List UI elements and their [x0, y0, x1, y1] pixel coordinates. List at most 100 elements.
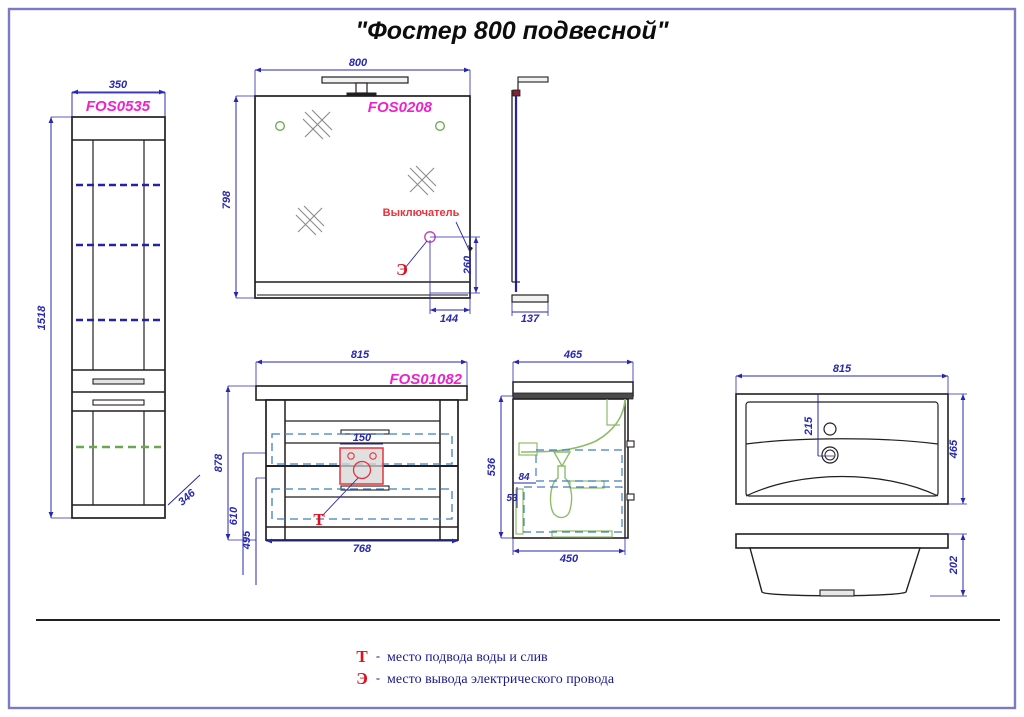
dim-144: 144	[440, 313, 458, 325]
light-stem	[355, 82, 368, 94]
dim-cabinet-height: 1518	[36, 116, 72, 519]
code-fos01082: FOS01082	[389, 371, 462, 388]
switch-leader-arrow	[468, 245, 473, 252]
plumbing-hole-left-icon	[347, 452, 355, 460]
dim-798: 798	[221, 190, 233, 209]
dim-mirror-side-depth: 137	[511, 302, 549, 325]
code-fos0535: FOS0535	[86, 98, 151, 115]
view-mirror: 800 FOS0208 798	[221, 57, 480, 325]
dim-plumbing-width: 150	[340, 432, 383, 445]
dim-610: 610	[228, 506, 240, 525]
dim-84: 84	[518, 472, 530, 483]
dim-vanity-top-width: 815	[255, 349, 468, 386]
switch-leader-left	[404, 240, 428, 269]
view-vanity: 815 FOS01082 878 610 495	[213, 349, 468, 585]
section-counter-edge	[512, 392, 634, 400]
dim-basin-height: 202	[930, 533, 967, 597]
section-carcass	[512, 398, 629, 539]
cabinet-body	[71, 116, 166, 519]
section-drain-cone	[552, 451, 572, 468]
dim-202: 202	[948, 556, 960, 575]
dim-cabinet-depth: 346	[167, 474, 201, 509]
basin-tap-hole-icon	[823, 422, 837, 436]
code-fos0208: FOS0208	[368, 99, 433, 116]
legend-text-water: место подвода воды и слив	[387, 650, 548, 665]
basin-front-bowl	[749, 547, 921, 597]
dim-vanity-height: 878	[213, 385, 256, 541]
marker-e-mirror: Э	[396, 260, 408, 279]
mirror-sparkle-1-icon	[302, 109, 333, 140]
dim-536: 536	[486, 457, 498, 476]
vanity-drawer2-handle	[340, 485, 390, 491]
mirror-sparkle-3-icon	[295, 205, 325, 236]
dim-465-basin: 465	[948, 439, 960, 459]
vanity-countertop	[255, 385, 468, 401]
dim-mirror-switch-height: 260	[430, 236, 480, 294]
dim-basin-tap-offset: 215	[803, 394, 834, 457]
dim-495: 495	[241, 530, 253, 550]
dim-346: 346	[176, 487, 198, 509]
section-siphon	[549, 465, 573, 519]
dim-465-section: 465	[563, 349, 583, 361]
dim-260: 260	[462, 255, 474, 275]
dim-1518: 1518	[36, 305, 48, 330]
view-vanity-section: 465 536	[486, 349, 635, 565]
dim-350: 350	[109, 79, 128, 91]
dim-basin-width: 815	[735, 363, 949, 394]
dim-mirror-height: 798	[221, 95, 255, 299]
plumbing-leader	[321, 477, 359, 517]
mirror-light-fixture	[321, 76, 409, 98]
section-fitting-mid	[569, 480, 605, 489]
dim-768: 768	[353, 543, 372, 555]
basin-front-outlet	[819, 589, 855, 597]
mirror-body	[254, 95, 471, 299]
dim-mirror-switch-offset: 144	[429, 240, 471, 325]
section-handle-1	[626, 440, 635, 448]
section-fitting-left	[518, 442, 538, 456]
legend-marker-e: Э	[356, 669, 368, 688]
section-fitting-bottom-left	[515, 488, 524, 535]
dim-450: 450	[559, 553, 579, 565]
plumbing-hole-right-icon	[369, 452, 377, 460]
section-drawer-hidden-2	[523, 486, 623, 533]
dim-vanity-body-width: 768	[266, 538, 458, 555]
dim-150: 150	[353, 432, 372, 444]
section-basin-profile	[520, 398, 626, 453]
section-handle-2	[626, 493, 635, 501]
basin-plan-inner	[745, 401, 939, 497]
view-basin: 815 215 465	[735, 363, 967, 597]
cabinet-drawer-2-handle	[92, 399, 145, 406]
basin-bowl-curve	[745, 475, 939, 497]
legend-dash-t: -	[376, 649, 380, 663]
dim-section-height: 536	[486, 395, 513, 539]
dim-800: 800	[349, 57, 368, 69]
vanity-plumbing-zone: 150 Т	[313, 432, 384, 529]
dim-878: 878	[213, 453, 225, 472]
view-tall-cabinet: 350 FOS0535 1518	[36, 79, 201, 519]
section-fitting-floor	[551, 530, 613, 538]
dim-215: 215	[803, 416, 815, 436]
basin-drain-inner-icon	[824, 449, 836, 461]
vanity-drawer2-hidden	[271, 488, 453, 520]
legend-marker-t: Т	[356, 647, 368, 666]
light-bar	[321, 76, 409, 84]
mirror-sparkle-2-icon	[407, 165, 437, 196]
section-overflow	[606, 399, 620, 426]
legend: Т - место подвода воды и слив Э - место …	[356, 647, 615, 688]
dim-815-basin: 815	[833, 363, 852, 375]
basin-front-rim	[735, 533, 949, 549]
dim-section-84: 84	[513, 472, 536, 484]
mirror-side-shelf	[511, 294, 549, 303]
dim-section-depth: 465	[512, 349, 634, 382]
cabinet-drawer-1-handle	[92, 378, 145, 385]
view-mirror-side: 137	[511, 76, 549, 325]
dim-section-body-depth: 450	[512, 538, 626, 565]
basin-back-curve	[745, 438, 939, 445]
marker-t-vanity: Т	[313, 510, 325, 529]
mirror-mount-left-icon	[275, 121, 285, 131]
dim-basin-depth: 465	[948, 393, 967, 505]
dim-815-vanity: 815	[351, 349, 370, 361]
basin-drain-outer-icon	[821, 446, 839, 464]
dim-53: 53	[506, 493, 518, 504]
